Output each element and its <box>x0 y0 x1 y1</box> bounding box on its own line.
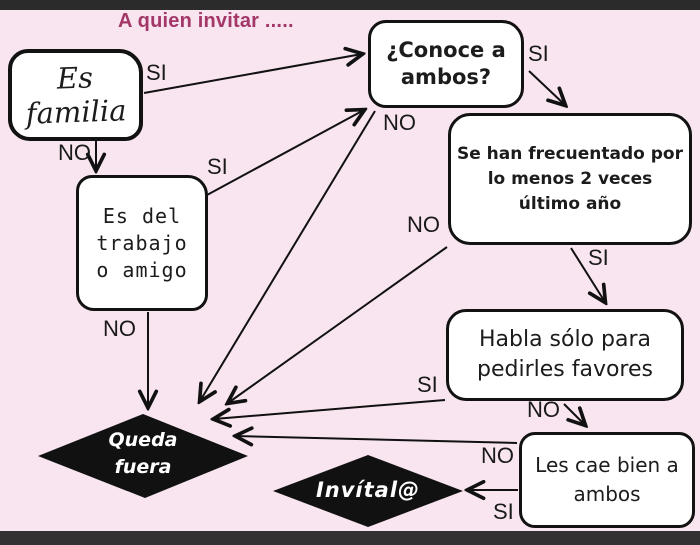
edge-label-frecuentado-si: SI <box>588 245 609 270</box>
arrow-frecuentado-no-to-queda <box>228 246 448 403</box>
top-border-bar <box>0 0 700 10</box>
node-label-line: Habla sólo para <box>478 327 652 352</box>
node-label-line: Les cae bien a <box>535 453 679 477</box>
node-es-del-trabajo: Es del trabajo o amigo <box>76 175 208 311</box>
node-label-line: Es del <box>102 203 182 228</box>
edge-label-habla-no: NO <box>527 397 560 422</box>
bottom-border-bar <box>0 531 700 545</box>
arrow-cae-no-to-queda <box>236 436 518 443</box>
node-label-line: lo menos 2 veces <box>487 168 653 189</box>
node-les-cae-bien: Les cae bien a ambos <box>519 432 695 528</box>
arrow-conoce-si-to-frecuentado <box>528 70 565 105</box>
edge-label-cae-no: NO <box>481 443 514 468</box>
arrow-trabajo-si-to-conoce <box>206 110 364 196</box>
invital-label: Invítal@ <box>315 478 421 502</box>
diamond-label-line: Queda <box>108 429 178 451</box>
node-habla-solo-favores: Habla sólo para pedirles favores <box>446 309 684 401</box>
node-label-line: último año <box>518 193 622 214</box>
node-label-line: o amigo <box>96 257 188 282</box>
arrow-familia-si-to-conoce <box>143 54 362 94</box>
node-label: Es familia <box>25 60 127 131</box>
arrow-frecuentado-si-to-habla <box>570 247 605 302</box>
edge-label-trabajo-si: SI <box>207 154 228 179</box>
queda-fuera-diamond <box>38 414 248 498</box>
node-conoce-a-ambos: ¿Conoce a ambos? <box>368 20 524 108</box>
arrow-habla-no-to-cae <box>563 403 585 425</box>
edge-label-conoce-no: NO <box>383 110 416 135</box>
page-title: A quien invitar ..... <box>118 10 294 32</box>
node-label-line: ambos <box>573 482 641 506</box>
edge-label-conoce-si: SI <box>528 41 549 66</box>
node-es-familia: Es familia <box>8 49 143 141</box>
diamond-label-line: fuera <box>114 456 172 478</box>
edge-label-familia-si: SI <box>146 60 167 85</box>
edge-label-trabajo-no: NO <box>103 316 136 341</box>
arrow-conoce-no-to-queda <box>200 110 376 401</box>
edge-label-frecuentado-no: NO <box>407 212 440 237</box>
node-label-line: pedirles favores <box>477 357 653 382</box>
node-se-han-frecuentado: Se han frecuentado por lo menos 2 veces … <box>448 113 692 245</box>
queda-fuera-label: Queda fuera <box>83 427 203 481</box>
node-label-line: ¿Conoce a <box>386 38 506 62</box>
edge-label-habla-si: SI <box>417 372 438 397</box>
node-label-line: Se han frecuentado por <box>456 143 683 164</box>
node-label-line: trabajo <box>96 230 188 255</box>
invital-diamond <box>273 455 463 527</box>
edge-label-cae-si: SI <box>493 499 514 524</box>
edge-label-familia-no: NO <box>58 140 91 165</box>
arrow-habla-si-to-queda <box>214 399 446 419</box>
node-label-line: ambos? <box>400 65 492 89</box>
